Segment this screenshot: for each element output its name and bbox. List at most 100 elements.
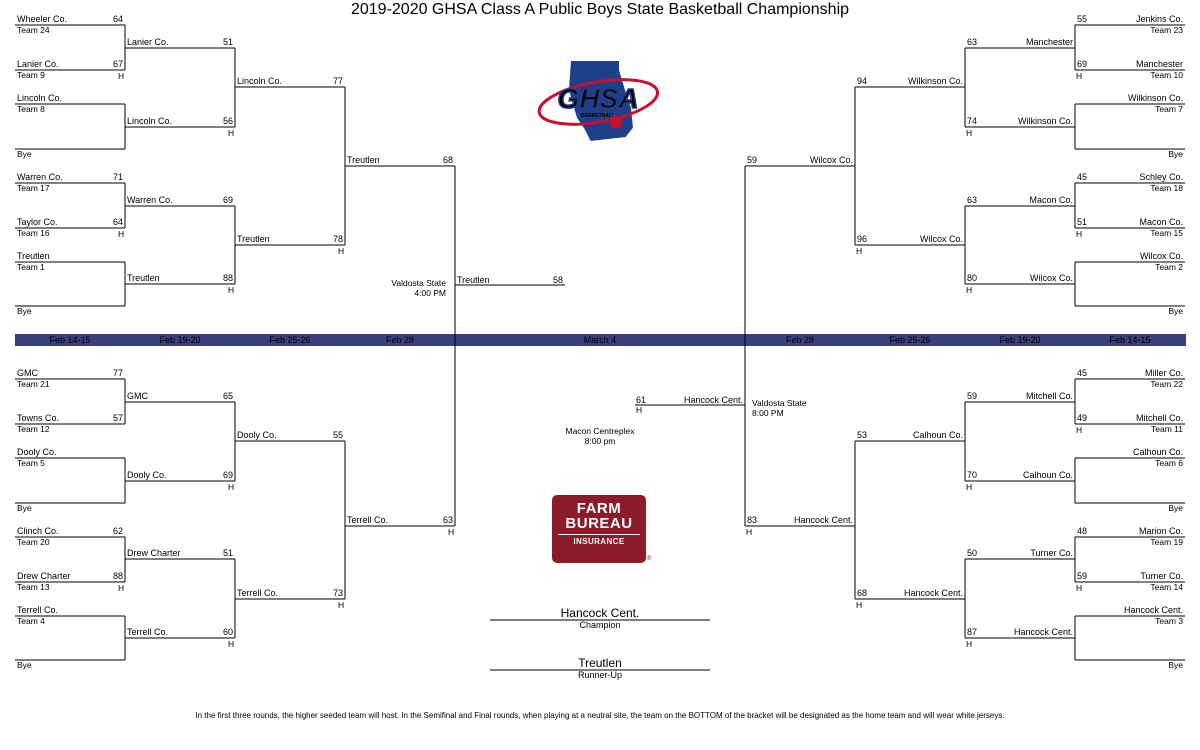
team-seed: Team 17 [17,183,50,193]
team-name: Hancock Cent. [904,588,963,598]
round-date: Feb 19-20 [159,335,200,345]
home-mark: H [856,246,862,256]
home-mark: H [118,71,124,81]
team-seed: Team 14 [1150,582,1183,592]
team-seed: Team 12 [17,424,50,434]
team-score: 53 [857,430,867,440]
home-mark: H [118,583,124,593]
final-time-top: 4:00 PM [414,288,446,298]
team-score: 70 [967,470,977,480]
fb-line3: INSURANCE [558,534,640,549]
team-score: 64 [113,217,123,227]
home-mark: H [1076,71,1082,81]
team-score: 80 [967,273,977,283]
team-score: 63 [967,195,977,205]
footer-note: In the first three rounds, the higher se… [195,711,1005,720]
team-name: Jenkins Co. [1136,14,1183,24]
team-name: Dooly Co. [17,447,57,457]
team-seed: Team 21 [17,379,50,389]
team-score: 63 [967,37,977,47]
home-mark: H [1076,583,1082,593]
team-seed: Team 16 [17,228,50,238]
team-name: Hancock Cent. [794,515,853,525]
team-name: Wilkinson Co. [908,76,963,86]
fb-registered-mark: ® [647,556,652,562]
team-seed: Team 7 [1155,104,1183,114]
team-name: Manchester [1026,37,1073,47]
home-mark: H [1076,425,1082,435]
team-seed: Bye [1168,149,1183,159]
team-score: 55 [1077,14,1087,24]
team-name: Mitchell Co. [1136,413,1183,423]
team-name: Wilcox Co. [1140,251,1183,261]
team-seed: Team 4 [17,616,45,626]
team-score: 83 [747,515,757,525]
team-name: Wilcox Co. [920,234,963,244]
team-name: Hancock Cent. [1014,627,1073,637]
home-mark: H [228,128,234,138]
team-name: Wheeler Co. [17,14,67,24]
team-score: 68 [443,155,453,165]
team-seed: Team 8 [17,104,45,114]
team-name: Dooly Co. [127,470,167,480]
team-seed: Team 20 [17,537,50,547]
date-band [15,334,1186,346]
team-score: 57 [113,413,123,423]
championship-site: Macon Centreplex [566,426,636,436]
home-mark: H [966,128,972,138]
team-name: Mitchell Co. [1026,391,1073,401]
home-mark: H [966,482,972,492]
ghsa-logo: GHSA BASKETBALL [537,59,660,144]
fb-line1: FARM [576,500,622,517]
team-score: 45 [1077,368,1087,378]
team-name: Miller Co. [1145,368,1183,378]
team-name: Terrell Co. [127,627,168,637]
team-seed: Bye [1168,660,1183,670]
team-score: 69 [223,470,233,480]
team-name: Manchester [1136,59,1183,69]
team-score: 59 [1077,571,1087,581]
team-name: Treutlen [127,273,160,283]
final-winner-top: Treutlen [457,275,490,285]
team-seed: Team 19 [1150,537,1183,547]
team-score: 78 [333,234,343,244]
final-winner-bottom: Hancock Cent. [684,395,743,405]
team-name: Drew Charter [17,571,71,581]
team-score: 49 [1077,413,1087,423]
team-seed: Bye [1168,306,1183,316]
round-date: Feb 25-26 [889,335,930,345]
team-seed: Team 9 [17,70,45,80]
team-name: Lincoln Co. [237,76,282,86]
team-score: 88 [113,571,123,581]
team-name: GMC [17,368,38,378]
home-mark: H [118,229,124,239]
team-name: Macon Co. [1139,217,1183,227]
team-name: Treutlen [237,234,270,244]
runner-up-name: Treutlen [578,656,622,670]
team-score: 48 [1077,526,1087,536]
page-title: 2019-2020 GHSA Class A Public Boys State… [350,1,850,18]
team-name: Terrell Co. [347,515,388,525]
champion-name: Hancock Cent. [560,606,640,620]
team-score: 67 [113,59,123,69]
team-score: 69 [223,195,233,205]
team-name: Drew Charter [127,548,181,558]
basketball-icon [608,114,624,130]
team-score: 87 [967,627,977,637]
championship-time: 8:00 pm [585,436,616,446]
team-score: 77 [333,76,343,86]
ghsa-swoosh [537,78,660,126]
team-name: Wilkinson Co. [1018,116,1073,126]
team-name: Lincoln Co. [127,116,172,126]
team-seed: Team 10 [1150,70,1183,80]
champion-label: Champion [579,620,621,630]
team-seed: Bye [1168,503,1183,513]
round-date: Feb 28 [786,335,814,345]
team-seed: Bye [17,503,32,513]
team-score: 65 [223,391,233,401]
final-winner-top-score: 58 [553,275,563,285]
team-name: Calhoun Co. [913,430,963,440]
team-score: 64 [113,14,123,24]
